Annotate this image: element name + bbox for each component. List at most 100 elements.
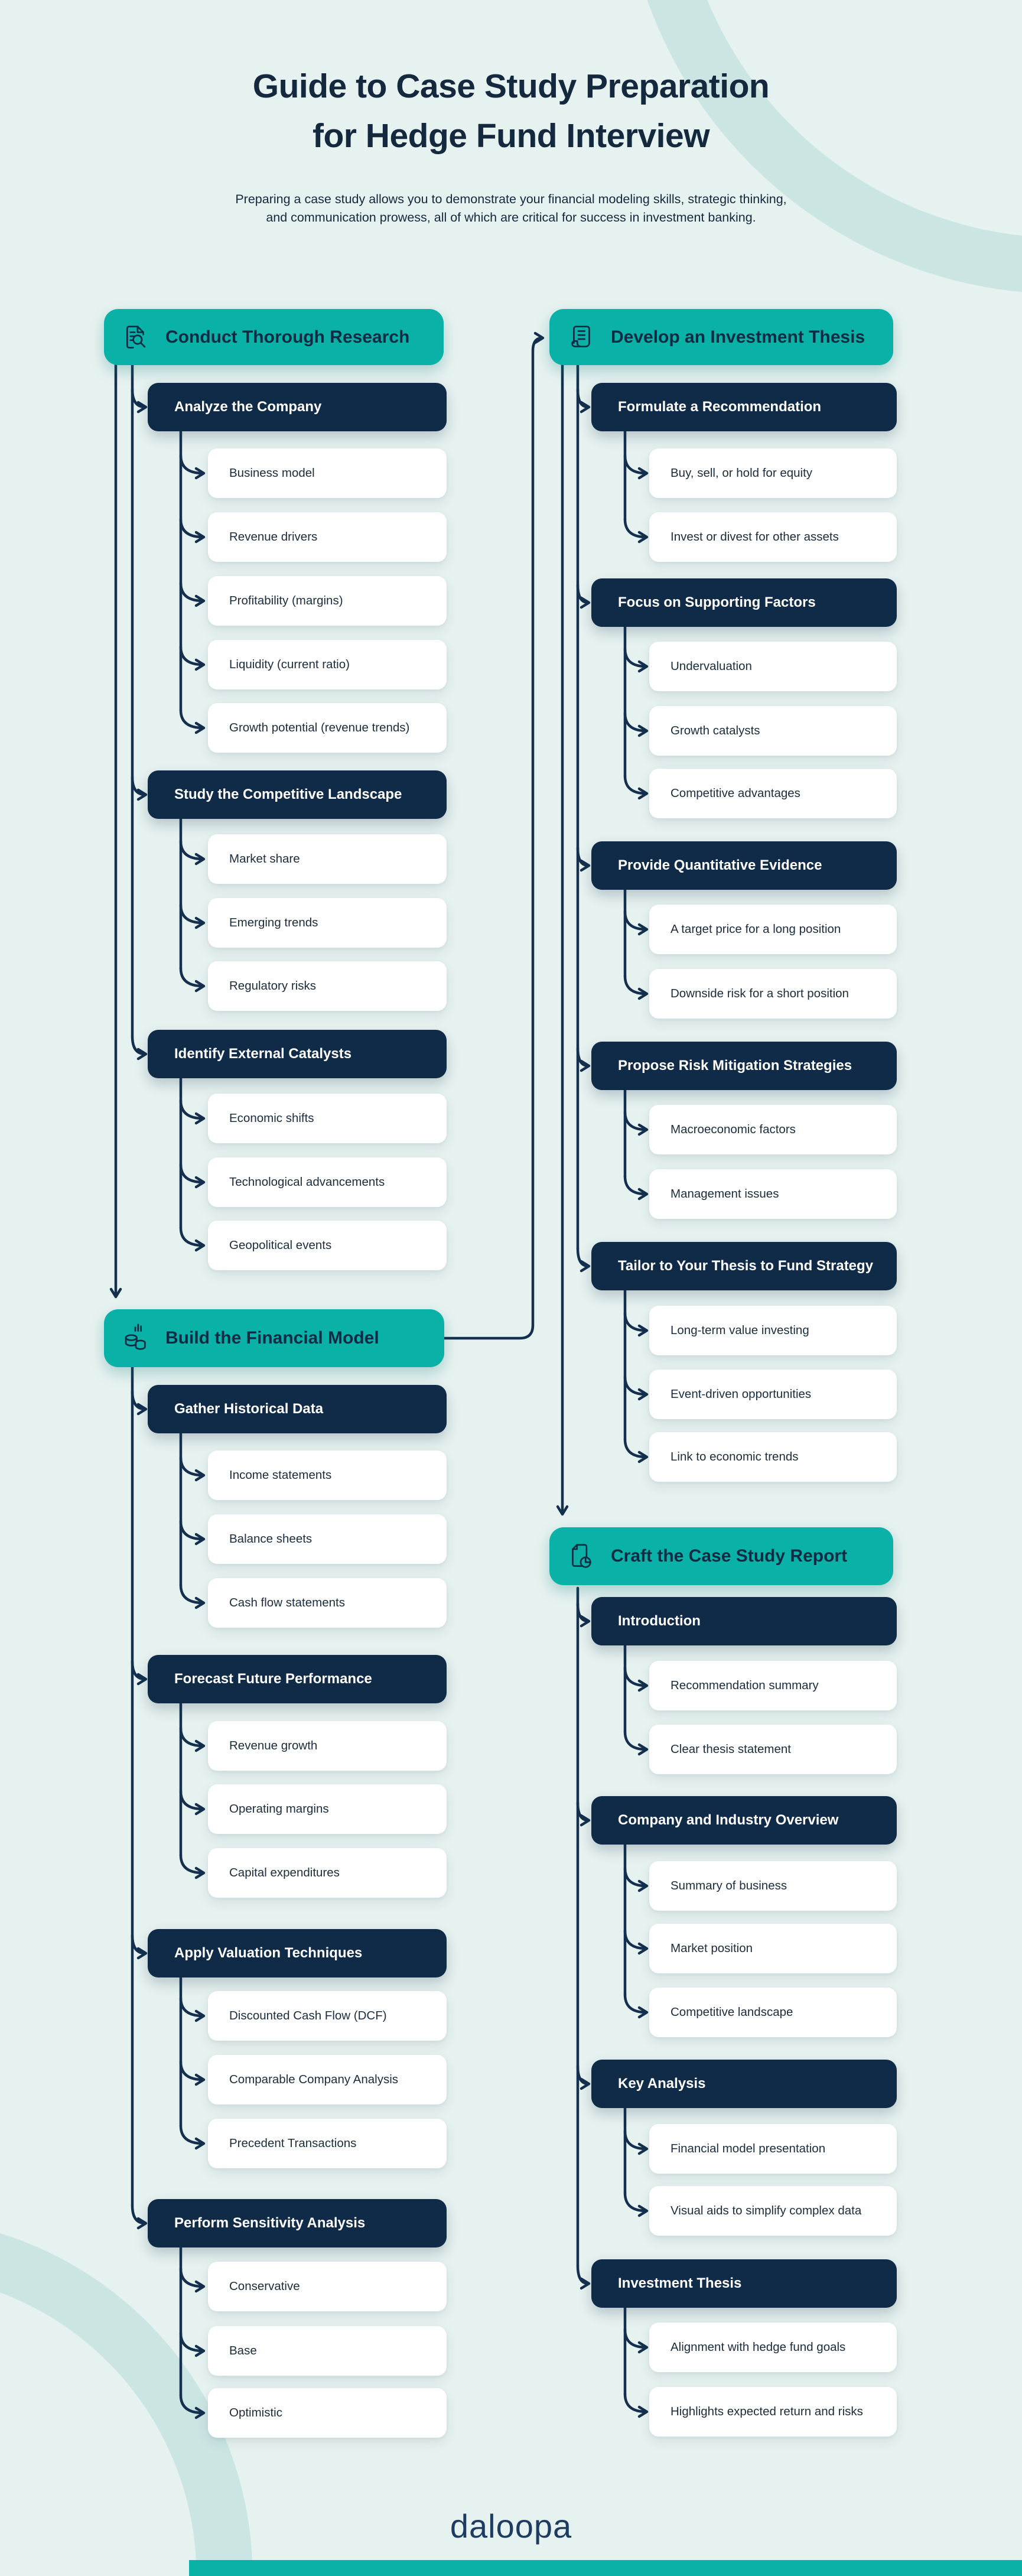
item-label: Summary of business xyxy=(671,1879,787,1892)
item-label: Macroeconomic factors xyxy=(671,1123,796,1136)
item-label: Base xyxy=(229,2344,257,2357)
item-technological-advancements: Technological advancements xyxy=(208,1157,447,1207)
section-label: Build the Financial Model xyxy=(165,1328,379,1348)
intro-text: Preparing a case study allows you to dem… xyxy=(235,192,787,225)
item-label: Market share xyxy=(229,852,300,866)
subsection-label: Gather Historical Data xyxy=(174,1401,324,1417)
item-undervaluation: Undervaluation xyxy=(649,642,897,691)
bottom-accent-bar xyxy=(189,2560,1022,2576)
item-label: Growth catalysts xyxy=(671,724,760,737)
item-label: Discounted Cash Flow (DCF) xyxy=(229,2009,387,2022)
item-label: Operating margins xyxy=(229,1802,329,1816)
item-growth-catalysts: Growth catalysts xyxy=(649,706,897,756)
item-operating-margins: Operating margins xyxy=(208,1784,447,1834)
item-summary-of-business: Summary of business xyxy=(649,1861,897,1911)
item-conservative: Conservative xyxy=(208,2262,447,2311)
item-label: Buy, sell, or hold for equity xyxy=(671,466,813,480)
item-recommendation-summary: Recommendation summary xyxy=(649,1661,897,1710)
section-conduct-thorough-research: Conduct Thorough Research xyxy=(104,309,444,365)
item-invest-divest-other-assets: Invest or divest for other assets xyxy=(649,512,897,562)
item-cash-flow-statements: Cash flow statements xyxy=(208,1578,447,1628)
item-business-model: Business model xyxy=(208,448,447,498)
daloopa-logo: daloopa xyxy=(450,2507,572,2545)
subsection-company-industry-overview: Company and Industry Overview xyxy=(591,1796,897,1845)
subsection-label: Introduction xyxy=(618,1613,701,1629)
subsection-tailor-thesis-fund-strategy: Tailor to Your Thesis to Fund Strategy xyxy=(591,1242,897,1290)
subsection-label: Study the Competitive Landscape xyxy=(174,786,402,802)
item-label: Cash flow statements xyxy=(229,1596,345,1609)
item-market-position: Market position xyxy=(649,1924,897,1973)
item-revenue-growth: Revenue growth xyxy=(208,1721,447,1771)
item-growth-potential: Growth potential (revenue trends) xyxy=(208,703,447,753)
item-downside-risk-short-position: Downside risk for a short position xyxy=(649,969,897,1019)
subsection-label: Company and Industry Overview xyxy=(618,1812,839,1828)
item-clear-thesis-statement: Clear thesis statement xyxy=(649,1725,897,1774)
scroll-icon xyxy=(565,321,597,353)
item-target-price-long-position: A target price for a long position xyxy=(649,905,897,954)
item-comparable-company-analysis: Comparable Company Analysis xyxy=(208,2055,447,2105)
item-label: Revenue drivers xyxy=(229,530,318,544)
item-capital-expenditures: Capital expenditures xyxy=(208,1848,447,1898)
section-label: Craft the Case Study Report xyxy=(611,1546,848,1566)
subsection-focus-supporting-factors: Focus on Supporting Factors xyxy=(591,578,897,627)
coins-chart-icon xyxy=(119,1322,151,1354)
item-label: Emerging trends xyxy=(229,916,318,929)
item-liquidity-current-ratio: Liquidity (current ratio) xyxy=(208,640,447,689)
subsection-formulate-recommendation: Formulate a Recommendation xyxy=(591,383,897,431)
item-label: Long-term value investing xyxy=(671,1323,809,1337)
item-label: Growth potential (revenue trends) xyxy=(229,721,410,734)
item-label: Comparable Company Analysis xyxy=(229,2073,398,2086)
item-label: Precedent Transactions xyxy=(229,2136,357,2150)
item-label: Financial model presentation xyxy=(671,2142,826,2155)
item-base: Base xyxy=(208,2326,447,2376)
item-regulatory-risks: Regulatory risks xyxy=(208,961,447,1011)
section-craft-case-study-report: Craft the Case Study Report xyxy=(549,1527,893,1585)
item-label: Geopolitical events xyxy=(229,1238,332,1252)
subsection-perform-sensitivity-analysis: Perform Sensitivity Analysis xyxy=(148,2199,447,2248)
item-emerging-trends: Emerging trends xyxy=(208,898,447,948)
item-event-driven-opportunities: Event-driven opportunities xyxy=(649,1370,897,1419)
item-label: Competitive landscape xyxy=(671,2005,793,2019)
item-geopolitical-events: Geopolitical events xyxy=(208,1221,447,1270)
item-label: Link to economic trends xyxy=(671,1450,799,1463)
subsection-label: Analyze the Company xyxy=(174,399,322,415)
page-title-line2: for Hedge Fund Interview xyxy=(312,117,710,155)
subsection-label: Perform Sensitivity Analysis xyxy=(174,2215,366,2231)
item-profitability-margins: Profitability (margins) xyxy=(208,576,447,626)
item-label: Undervaluation xyxy=(671,659,752,673)
item-market-share: Market share xyxy=(208,834,447,884)
item-label: Visual aids to simplify complex data xyxy=(671,2204,862,2217)
document-search-icon xyxy=(119,321,151,353)
item-buy-sell-hold-equity: Buy, sell, or hold for equity xyxy=(649,448,897,498)
section-label: Develop an Investment Thesis xyxy=(611,327,865,347)
subsection-label: Focus on Supporting Factors xyxy=(618,594,816,610)
subsection-forecast-future-performance: Forecast Future Performance xyxy=(148,1655,447,1703)
item-management-issues: Management issues xyxy=(649,1169,897,1219)
item-label: Optimistic xyxy=(229,2406,282,2419)
item-label: Conservative xyxy=(229,2279,300,2293)
item-economic-shifts: Economic shifts xyxy=(208,1094,447,1143)
item-label: Downside risk for a short position xyxy=(671,987,849,1000)
subsection-label: Forecast Future Performance xyxy=(174,1671,372,1687)
item-label: Business model xyxy=(229,466,315,480)
item-financial-model-presentation: Financial model presentation xyxy=(649,2124,897,2174)
item-label: Recommendation summary xyxy=(671,1679,819,1692)
subsection-identify-external-catalysts: Identify External Catalysts xyxy=(148,1030,447,1078)
item-label: Clear thesis statement xyxy=(671,1742,791,1756)
section-build-financial-model: Build the Financial Model xyxy=(104,1309,444,1367)
item-label: Highlights expected return and risks xyxy=(671,2405,863,2418)
item-label: A target price for a long position xyxy=(671,922,841,936)
item-alignment-hedge-fund-goals: Alignment with hedge fund goals xyxy=(649,2323,897,2372)
subsection-introduction: Introduction xyxy=(591,1597,897,1645)
subsection-propose-risk-mitigation: Propose Risk Mitigation Strategies xyxy=(591,1042,897,1090)
section-label: Conduct Thorough Research xyxy=(165,327,410,347)
item-label: Profitability (margins) xyxy=(229,594,343,607)
item-label: Alignment with hedge fund goals xyxy=(671,2340,846,2354)
item-income-statements: Income statements xyxy=(208,1450,447,1500)
item-label: Management issues xyxy=(671,1187,779,1201)
subsection-label: Key Analysis xyxy=(618,2076,706,2092)
subsection-gather-historical-data: Gather Historical Data xyxy=(148,1385,447,1433)
subsection-label: Provide Quantitative Evidence xyxy=(618,857,822,873)
subsection-key-analysis: Key Analysis xyxy=(591,2060,897,2108)
